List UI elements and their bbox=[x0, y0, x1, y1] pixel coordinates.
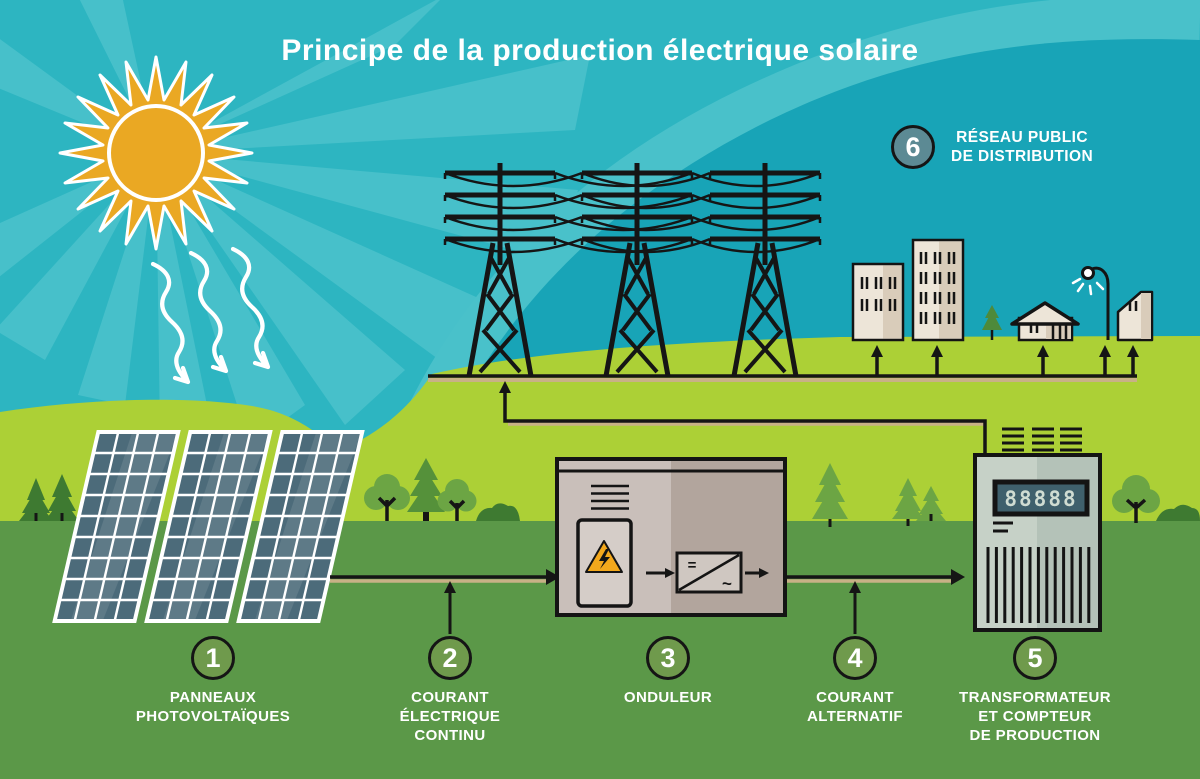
building-icon bbox=[911, 238, 965, 342]
step-5-number: 5 bbox=[1027, 642, 1043, 673]
tree-group-right bbox=[1112, 475, 1200, 523]
vent-lines bbox=[591, 484, 629, 510]
step-5-badge: 5 bbox=[1013, 636, 1057, 680]
tree-group-middle bbox=[364, 458, 520, 521]
page-title: Principe de la production électrique sol… bbox=[281, 34, 919, 67]
step-1-badge: 1 bbox=[191, 636, 235, 680]
step-3-badge: 3 bbox=[646, 636, 690, 680]
step-1-label: PANNEAUX PHOTOVOLTAÏQUES bbox=[135, 689, 291, 725]
sky-light-band bbox=[386, 0, 1200, 471]
tree-group-left bbox=[19, 474, 79, 521]
step-4-courant-alternatif: 4 COURANT ALTERNATIF bbox=[735, 636, 975, 727]
meter-display: 88888 bbox=[992, 479, 1090, 517]
step-6-badge: 6 bbox=[891, 125, 935, 169]
street-lamp-icon bbox=[1071, 266, 1110, 340]
distribution-line bbox=[428, 345, 1139, 382]
step-4-label: COURANT ALTERNATIF bbox=[807, 689, 903, 725]
step-2-number: 2 bbox=[442, 642, 458, 673]
heat-sink-fins bbox=[1002, 427, 1082, 452]
dc-ac-converter-icon: = ~ bbox=[646, 551, 769, 594]
step-6-number: 6 bbox=[905, 131, 921, 162]
step-5-transformateur: 5 TRANSFORMATEUR ET COMPTEUR DE PRODUCTI… bbox=[915, 636, 1155, 745]
sunray-wavy-arrows-icon bbox=[150, 249, 268, 385]
ac-symbol: ~ bbox=[722, 574, 732, 593]
town-group bbox=[851, 238, 1154, 342]
pine-icon bbox=[982, 305, 1002, 340]
transformer-icon: 88888 bbox=[973, 427, 1102, 632]
step-3-number: 3 bbox=[660, 642, 676, 673]
step-2-badge: 2 bbox=[428, 636, 472, 680]
step-1-panneaux: 1 PANNEAUX PHOTOVOLTAÏQUES bbox=[93, 636, 333, 727]
power-line-icon bbox=[444, 171, 821, 254]
step-3-onduleur: 3 ONDULEUR bbox=[548, 636, 788, 708]
step-1-number: 1 bbox=[205, 642, 221, 673]
inverter-icon: = ~ bbox=[555, 457, 787, 617]
flow-arrows bbox=[330, 569, 965, 634]
vent-ribs bbox=[986, 547, 1091, 623]
building-icon bbox=[1116, 290, 1154, 342]
step-3-label: ONDULEUR bbox=[623, 689, 713, 706]
step-2-courant-continu: 2 COURANT ÉLECTRIQUE CONTINU bbox=[330, 636, 570, 745]
grid-feed-wire bbox=[499, 381, 987, 455]
step-2-label: COURANT ÉLECTRIQUE CONTINU bbox=[399, 689, 501, 744]
building-icon bbox=[851, 262, 905, 342]
step-6-label: RÉSEAU PUBLIC DE DISTRIBUTION bbox=[951, 128, 1094, 165]
dc-symbol: = bbox=[688, 557, 697, 574]
step-4-number: 4 bbox=[847, 642, 863, 673]
solar-panel-array-icon bbox=[52, 430, 365, 623]
meter-digits: 88888 bbox=[1004, 487, 1077, 511]
sun-icon bbox=[58, 55, 254, 251]
step-5-label: TRANSFORMATEUR ET COMPTEUR DE PRODUCTION bbox=[959, 689, 1111, 744]
tree-group-right-of-inverter bbox=[812, 463, 946, 527]
step-4-badge: 4 bbox=[833, 636, 877, 680]
house-icon bbox=[1010, 301, 1080, 342]
warning-triangle-icon bbox=[585, 540, 623, 573]
step-6-reseau-public: 6 RÉSEAU PUBLIC DE DISTRIBUTION bbox=[891, 125, 1093, 169]
